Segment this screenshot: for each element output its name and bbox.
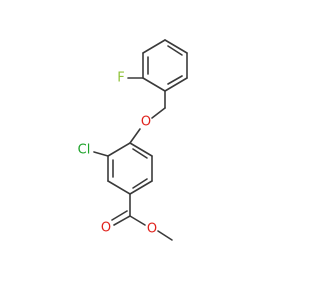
- molecule-drawing: F O Cl O O: [78, 39, 188, 241]
- fluorophenyl-ring: [142, 39, 188, 92]
- carbonyl-double-bond-b: [111, 210, 128, 221]
- fluorine-atom-label: F: [117, 71, 124, 86]
- ether-oxygen-atom-label: O: [141, 115, 151, 130]
- carbonyl-oxygen-atom-label: O: [101, 221, 111, 236]
- methyl-bond: [157, 230, 173, 241]
- structure-canvas: F O Cl O O: [77, 39, 188, 241]
- ch2-o-bond: [151, 107, 166, 119]
- o-aryl-bond: [129, 128, 141, 144]
- chlorine-atom-label: Cl: [78, 143, 91, 158]
- benzoate-ring: [107, 142, 153, 195]
- c-cl-bond: [93, 151, 109, 157]
- carbonyl-double-bond-a: [113, 215, 131, 226]
- ester-oxygen-atom-label: O: [147, 222, 157, 237]
- ester-o-bond: [129, 215, 146, 226]
